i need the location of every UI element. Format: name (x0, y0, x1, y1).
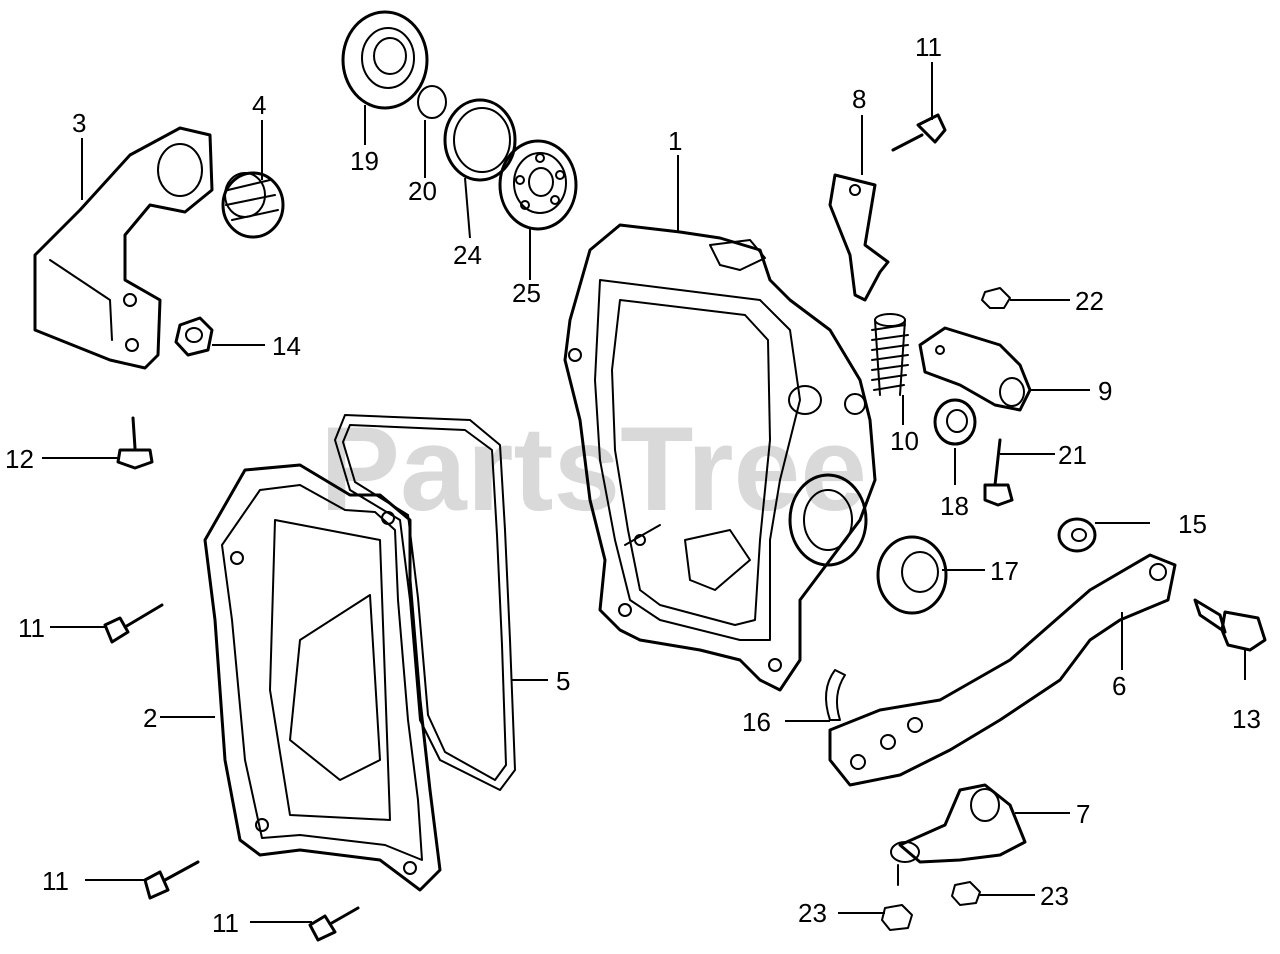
callout-17: 17 (990, 556, 1019, 586)
callout-24: 24 (453, 240, 482, 270)
part-spring-10 (871, 313, 909, 396)
part-nut-23b (951, 881, 981, 906)
callout-8: 8 (852, 84, 866, 114)
part-lever-9 (918, 326, 1032, 412)
callout-5: 5 (556, 666, 570, 696)
callout-23-right: 23 (1040, 881, 1069, 911)
callout-9: 9 (1098, 376, 1112, 406)
part-circlip-24 (443, 98, 517, 182)
callout-2: 2 (143, 703, 157, 733)
callout-4: 4 (252, 90, 266, 120)
callout-21: 21 (1058, 440, 1087, 470)
part-plate-8 (828, 173, 890, 302)
callout-20: 20 (408, 176, 437, 206)
part-bolt-12 (116, 416, 154, 470)
part-seal-17 (876, 535, 948, 615)
part-bracket-7 (890, 783, 1027, 886)
callout-16: 16 (742, 707, 771, 737)
part-bolt-21 (983, 438, 1014, 507)
callout-22: 22 (1075, 286, 1104, 316)
callout-11-top: 11 (915, 32, 942, 62)
part-pin-16 (825, 669, 846, 721)
callout-13: 13 (1232, 704, 1261, 734)
callout-11-lower: 11 (42, 866, 69, 896)
part-oil-seal-19 (341, 10, 429, 110)
callout-19: 19 (350, 146, 379, 176)
part-nut-23a (881, 904, 913, 931)
callout-6: 6 (1112, 671, 1126, 701)
callout-14: 14 (272, 331, 301, 361)
part-bolt-11-lower (143, 860, 200, 900)
part-bolt-11-bottom (308, 906, 360, 942)
leader-lines (42, 62, 1246, 923)
part-bolt-11-left (103, 603, 164, 644)
callout-18: 18 (940, 491, 969, 521)
part-bearing-25 (498, 139, 578, 231)
part-spring-collar (221, 171, 285, 239)
part-ring-20 (417, 85, 447, 119)
callout-25: 25 (512, 278, 541, 308)
callout-10: 10 (890, 426, 919, 456)
callout-11-left: 11 (18, 613, 45, 643)
part-gasket (334, 414, 516, 791)
callout-23-left: 23 (798, 898, 827, 928)
callout-11-bottom: 11 (212, 908, 239, 938)
part-bolt-11-top (891, 113, 947, 152)
callout-12: 12 (5, 444, 34, 474)
callout-labels: 1 2 3 4 5 6 7 8 9 10 11 11 11 11 12 13 1… (5, 32, 1261, 938)
callout-3: 3 (72, 108, 86, 138)
callout-15: 15 (1178, 509, 1207, 539)
part-seal-18 (933, 398, 977, 446)
callout-1: 1 (668, 126, 682, 156)
part-arm-6 (828, 553, 1177, 787)
callout-7: 7 (1076, 799, 1090, 829)
part-bracket (33, 126, 214, 370)
part-nut-22 (981, 287, 1011, 309)
part-case-housing (563, 223, 877, 692)
part-washer-15 (1057, 517, 1097, 553)
part-bolt-13 (1193, 598, 1267, 652)
part-nut-14 (174, 316, 214, 357)
